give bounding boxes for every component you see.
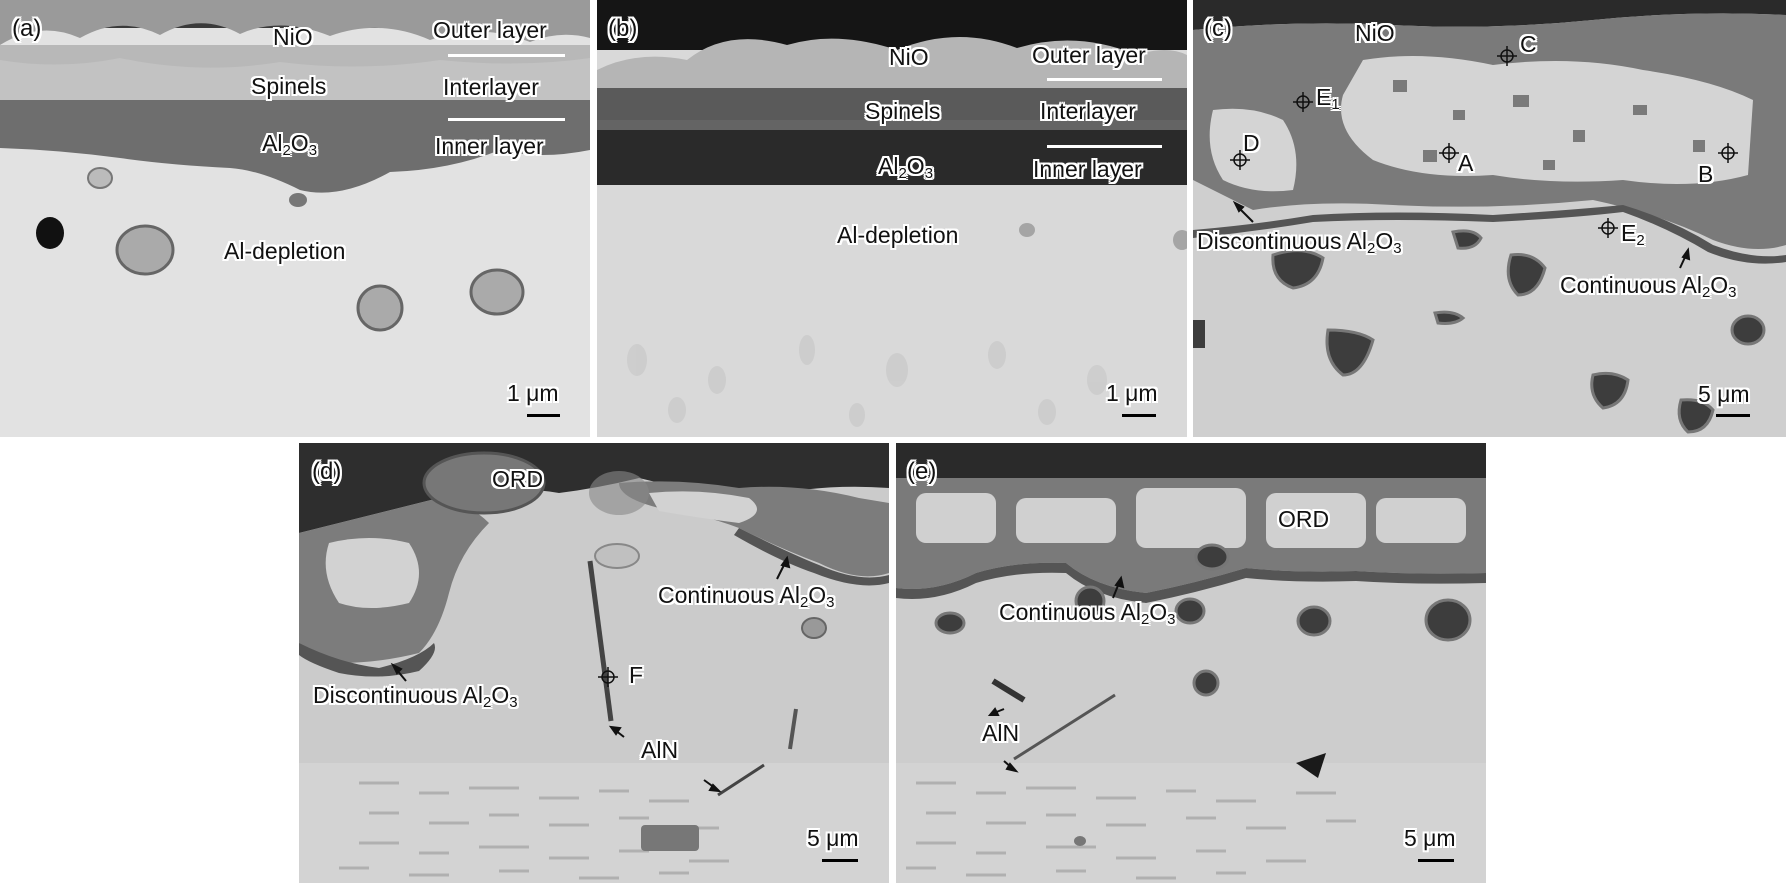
panel-a-outer-layer-label: Outer layer [433,17,547,43]
panel-e-scale-label: 5 μm [1404,825,1456,851]
panel-c-discontinuous-label: Discontinuous Al2O3 [1197,228,1402,257]
panel-d-scale-label: 5 μm [807,825,859,851]
panel-c-tag: (c) [1204,15,1232,42]
panel-e-micrograph [896,443,1486,883]
panel-d-continuous-label: Continuous Al2O3 [658,582,835,611]
panel-b-divider-2 [1047,145,1162,148]
panel-c-point-d-label: D [1243,130,1260,156]
marker-f [598,667,618,687]
marker-e2 [1598,218,1618,238]
panel-c-scale-bar [1716,414,1750,417]
panel-c-point-c-label: C [1520,31,1537,57]
panel-b-scale-label: 1 μm [1106,380,1158,406]
panel-a-divider-1 [448,54,565,57]
panel-d-point-f-label: F [629,662,644,688]
panel-b-divider-1 [1047,78,1162,81]
panel-a-spinels-label: Spinels [251,73,327,99]
panel-c-point-e2-label: E2 [1621,220,1645,249]
panel-d-discontinuous-label: Discontinuous Al2O3 [313,682,518,711]
panel-a-al2o3-label: Al2O3 [262,130,318,159]
panel-c: (c) NiO C E1 D A B E2 Discontinuous Al2O… [1193,0,1786,437]
panel-a-inner-layer-label: Inner layer [435,133,544,159]
panel-b-depletion-label: Al-depletion [837,222,959,248]
panel-c-point-b-label: B [1698,161,1714,187]
panel-c-scale-label: 5 μm [1698,381,1750,407]
marker-c [1497,46,1517,66]
panel-b-nio-label: NiO [889,44,929,70]
panel-d-scale-bar [822,859,858,862]
panel-b-al2o3-label: Al2O3 [878,153,934,182]
panel-b: (b) NiO Spinels Al2O3 Outer layer Interl… [597,0,1187,437]
panel-c-point-e1-label: E1 [1316,84,1340,113]
panel-c-nio-label: NiO [1355,20,1395,46]
panel-b-spinels-label: Spinels [865,98,941,124]
panel-a-scale-bar [527,414,560,417]
marker-b [1718,143,1738,163]
panel-e-aln-label: AlN [982,720,1020,746]
panel-d-tag: (d) [312,458,342,485]
panel-a: (a) NiO Spinels Al2O3 Outer layer Interl… [0,0,590,437]
panel-e-continuous-label: Continuous Al2O3 [999,599,1176,628]
panel-a-micrograph [0,0,590,437]
panel-d-markers [390,555,791,793]
panel-a-tag: (a) [12,15,42,42]
panel-e-markers [987,575,1125,773]
panel-b-interlayer-label: Interlayer [1040,98,1136,124]
marker-d [1230,150,1250,170]
panel-d-aln-label: AlN [641,737,679,763]
panel-c-micrograph [1193,0,1786,437]
panel-e: (e) ORD Continuous Al2O3 AlN 5 μm [896,443,1486,883]
panel-a-interlayer-label: Interlayer [443,74,539,100]
panel-c-point-a-label: A [1458,150,1474,176]
panel-b-micrograph [597,0,1187,437]
panel-a-depletion-label: Al-depletion [224,238,346,264]
panel-b-outer-layer-label: Outer layer [1032,42,1146,68]
marker-e1 [1293,92,1313,112]
panel-b-tag: (b) [608,15,638,42]
panel-e-scale-bar [1418,859,1454,862]
panel-e-tag: (e) [907,458,937,485]
panel-b-scale-bar [1122,414,1156,417]
panel-a-nio-label: NiO [273,24,313,50]
marker-a [1439,143,1459,163]
panel-a-scale-label: 1 μm [507,380,559,406]
panel-c-markers [1230,46,1738,269]
panel-d-micrograph [299,443,889,883]
panel-c-continuous-label: Continuous Al2O3 [1560,272,1737,301]
panel-a-divider-2 [448,118,565,121]
panel-d-ord-label: ORD [492,466,544,492]
panel-d: (d) ORD Continuous Al2O3 Discontinuous A… [299,443,889,883]
panel-e-ord-label: ORD [1278,506,1330,532]
panel-b-inner-layer-label: Inner layer [1033,156,1142,182]
